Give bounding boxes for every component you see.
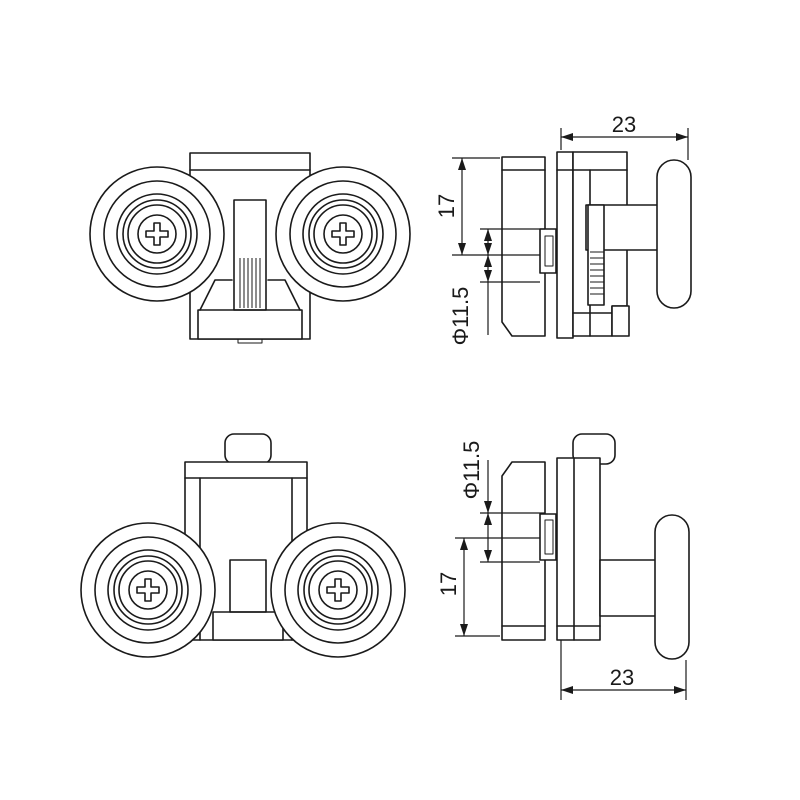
bottom-side-wheel	[654, 514, 690, 660]
top-front-wheel-right	[275, 166, 411, 302]
bottom-front-view	[80, 433, 406, 658]
bottom-side-view: 23 17 Φ11.5	[436, 433, 690, 700]
dim-bottom-width: 23	[610, 665, 634, 690]
bottom-front-wheel-left	[80, 522, 216, 658]
bottom-front-wheel-right	[270, 522, 406, 658]
bottom-side-bracket	[501, 461, 546, 641]
top-front-view	[89, 152, 411, 344]
top-side-bracket	[501, 156, 546, 337]
top-side-plate	[556, 151, 574, 339]
dim-bottom-height: 17	[436, 572, 461, 596]
bottom-front-pin	[224, 433, 272, 465]
top-side-wheel	[656, 159, 692, 309]
top-side-thread	[590, 251, 604, 295]
dim-bottom-diameter: Φ11.5	[459, 441, 484, 500]
top-side-view: 23 17 Φ11.5	[434, 112, 692, 346]
bottom-side-plate	[556, 457, 601, 641]
dim-top-width: 23	[612, 112, 636, 137]
dim-top-diameter: Φ11.5	[448, 287, 473, 346]
top-front-base	[197, 309, 303, 340]
dim-top-height: 17	[434, 194, 459, 218]
bottom-side-axle	[599, 559, 659, 617]
top-front-wheel-left	[89, 166, 225, 302]
top-front-thread	[239, 258, 261, 308]
